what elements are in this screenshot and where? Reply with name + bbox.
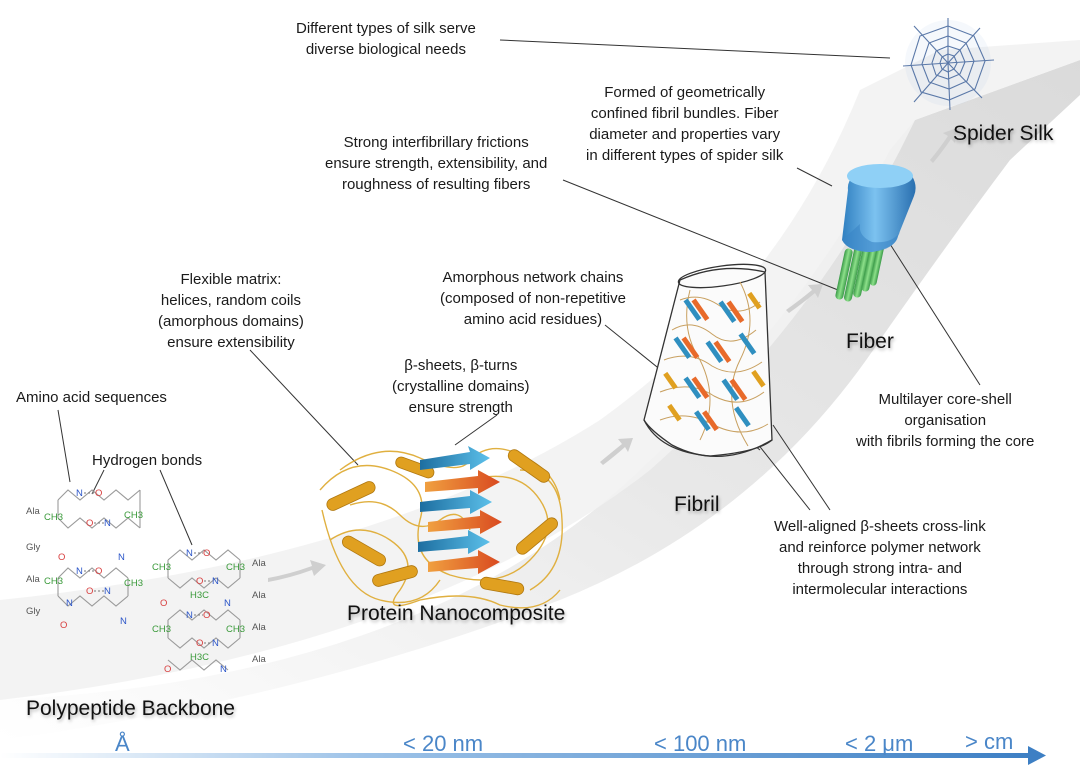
atom-n: N [220,664,227,675]
residue-label: Gly [26,606,41,617]
residue-label: Gly [26,542,41,553]
atom-ch3: CH3 [44,576,63,587]
scale-label-20nm: < 20 nm [403,731,484,756]
residue-label: Ala [252,558,266,569]
fibril-sheets [663,291,766,432]
annotation-fiber-bundles: Formed of geometrically confined fibril … [586,84,784,164]
stage-label-polypeptide-backbone: Polypeptide Backbone [26,697,235,720]
hydrogen-bond-markers [84,492,212,644]
fiber-cylinder-icon [835,164,916,302]
residue-label: Ala [26,574,40,585]
atom-o: O [58,552,65,563]
atom-o: O [95,566,102,577]
atom-o: O [86,518,93,529]
atom-n: N [212,638,219,649]
scale-label-2um: < 2 μm [845,731,914,756]
annotation-amino: Amino acid sequences [16,389,167,406]
annotation-silk: Different types of silk serve diverse bi… [296,20,476,58]
atom-o: O [196,576,203,587]
fibril-cone-icon [643,263,773,458]
stage-label-fiber: Fiber [846,330,894,353]
residue-label: Ala [252,622,266,633]
atom-o: O [160,598,167,609]
scale-band-upper [0,40,1080,700]
residue-label: Ala [252,654,266,665]
atom-ch3: CH3 [226,562,245,573]
annotation-matrix: Flexible matrix: helices, random coils (… [158,271,304,351]
atom-n: N [224,598,231,609]
atoms-left: N O CH3 O N CH3 O N N O CH3 O N CH3 N O … [44,488,143,631]
alpha-helices [326,449,558,596]
atom-ch3: CH3 [226,624,245,635]
atom-ch3: CH3 [152,562,171,573]
atom-n: N [66,598,73,609]
atom-o: O [164,664,171,675]
atom-ch3: CH3 [152,624,171,635]
stage-label-protein-nanocomposite: Protein Nanocomposite [347,602,566,625]
atom-ch3: CH3 [124,510,143,521]
atom-n: N [76,566,83,577]
annotation-frictions: Strong interfibrillary frictions ensure … [325,134,548,193]
leader-lines [57,39,981,546]
atom-n: N [186,610,193,621]
atom-n: N [104,586,111,597]
stage-label-spider-silk: Spider Silk [953,122,1054,145]
atom-n: N [76,488,83,499]
progress-arrows [268,128,957,582]
annotation-amorphous: Amorphous network chains (composed of no… [440,269,626,328]
atom-h3c: H3C [190,590,209,601]
scale-arrow-icon [0,746,1046,765]
atom-o: O [95,488,102,499]
annotation-crosslink: Well-aligned β-sheets cross-link and rei… [774,518,986,598]
atoms-right: N O CH3 CH3 O N H3C O N N O CH3 CH3 O N … [152,548,245,675]
residue-label: Ala [252,590,266,601]
atom-ch3: CH3 [44,512,63,523]
scale-label-angstrom: Å [115,731,130,756]
spider-web-icon [902,18,995,111]
atom-h3c: H3C [190,652,209,663]
beta-sheets [418,446,502,574]
atom-ch3: CH3 [124,578,143,589]
atom-n: N [120,616,127,627]
atom-o: O [86,586,93,597]
atom-o: O [60,620,67,631]
annotation-core-shell: Multilayer core-shell organisation with … [856,391,1035,450]
annotation-sheets: β-sheets, β-turns (crystalline domains) … [392,357,530,416]
stage-label-fibril: Fibril [674,493,720,516]
atom-o: O [196,638,203,649]
residue-label: Ala [26,506,40,517]
atom-o: O [203,548,210,559]
polypeptide-chain-icon [57,489,241,671]
atom-o: O [203,610,210,621]
protein-nanocomposite-icon [319,446,563,609]
scale-label-100nm: < 100 nm [654,731,747,756]
atom-n: N [186,548,193,559]
atom-n: N [118,552,125,563]
annotation-hbonds: Hydrogen bonds [92,452,203,469]
atom-n: N [104,518,111,529]
atom-n: N [212,576,219,587]
scale-label-cm: > cm [965,729,1014,754]
